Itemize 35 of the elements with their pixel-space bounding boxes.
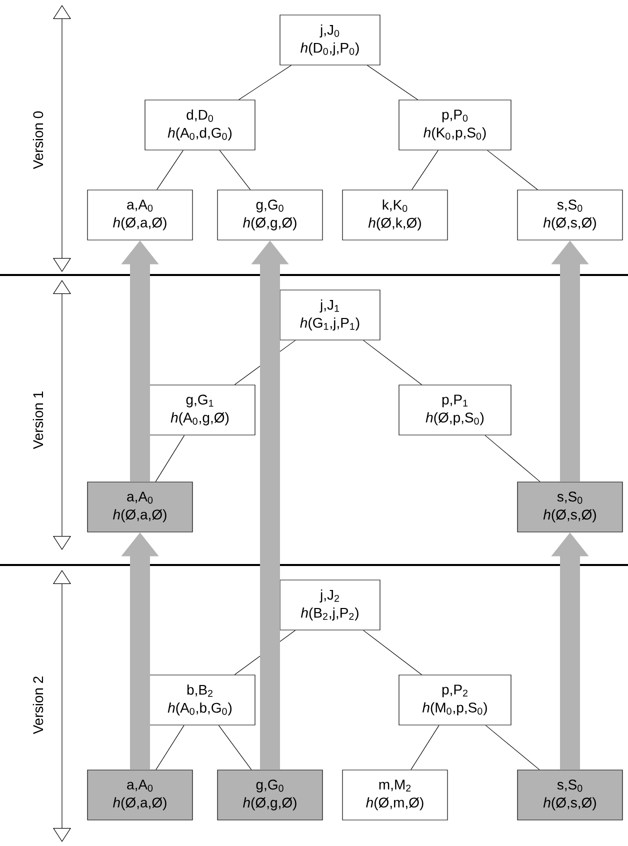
node-box: j,J$_{2}$ h(B$_{2}$,j,P$_{2}$) [280,580,380,630]
version-label: Version 2 [32,676,44,734]
tree-edge [155,435,185,482]
shared-node-box: a,A$_{0}$ h(Ø,a,Ø) [87,770,193,820]
version-label: Version 1 [32,392,44,450]
tree-edge [484,435,540,482]
tree-edge [487,150,538,190]
node-box: a,A$_{0}$ h(Ø,a,Ø) [87,190,193,240]
node-box: p,P$_{2}$ h(M$_{0}$,p,S$_{0}$) [398,674,512,726]
node-box: m,M$_{2}$ h(Ø,m,Ø) [342,770,448,820]
node-box: p,P$_{0}$ h(K$_{0}$,p,S$_{0}$) [398,100,512,150]
tree-edge [238,65,292,100]
tree-edge [156,725,184,770]
version-label: Version 0 [32,111,44,170]
node-box: g,G$_{0}$ h(Ø,g,Ø) [217,190,323,240]
tree-edge [219,150,251,190]
tree-edge [363,630,422,675]
node-box: k,K$_{0}$ h(Ø,k,Ø) [342,190,448,240]
tree-edge [218,725,252,770]
shared-node-box: g,G$_{0}$ h(Ø,g,Ø) [217,770,323,820]
tree-edge [156,150,184,190]
node-box: g,G$_{1}$ h(A$_{0}$,g,Ø) [144,384,256,436]
tree-edge [363,340,422,385]
tree-edge [485,725,540,770]
tree-edge [410,725,440,770]
shared-node-box: s,S$_{0}$ h(Ø,s,Ø) [517,770,623,820]
shared-node-box: s,S$_{0}$ h(Ø,s,Ø) [517,482,623,532]
tree-edge [366,65,418,100]
node-box: b,B$_{2}$ h(A$_{0}$,b,G$_{0}$) [144,674,256,726]
node-box: p,P$_{1}$ h(Ø,p,S$_{0}$) [398,384,512,436]
node-box: j,J$_{1}$ h(G$_{1}$,j,P$_{1}$) [280,290,380,340]
tree-edge [412,150,438,190]
node-box: j,J$_{0}$ h(D$_{0}$,j,P$_{0}$) [280,14,380,66]
node-box: s,S$_{0}$ h(Ø,s,Ø) [517,190,623,240]
node-box: d,D$_{0}$ h(A$_{0}$,d,G$_{0}$) [144,100,256,150]
